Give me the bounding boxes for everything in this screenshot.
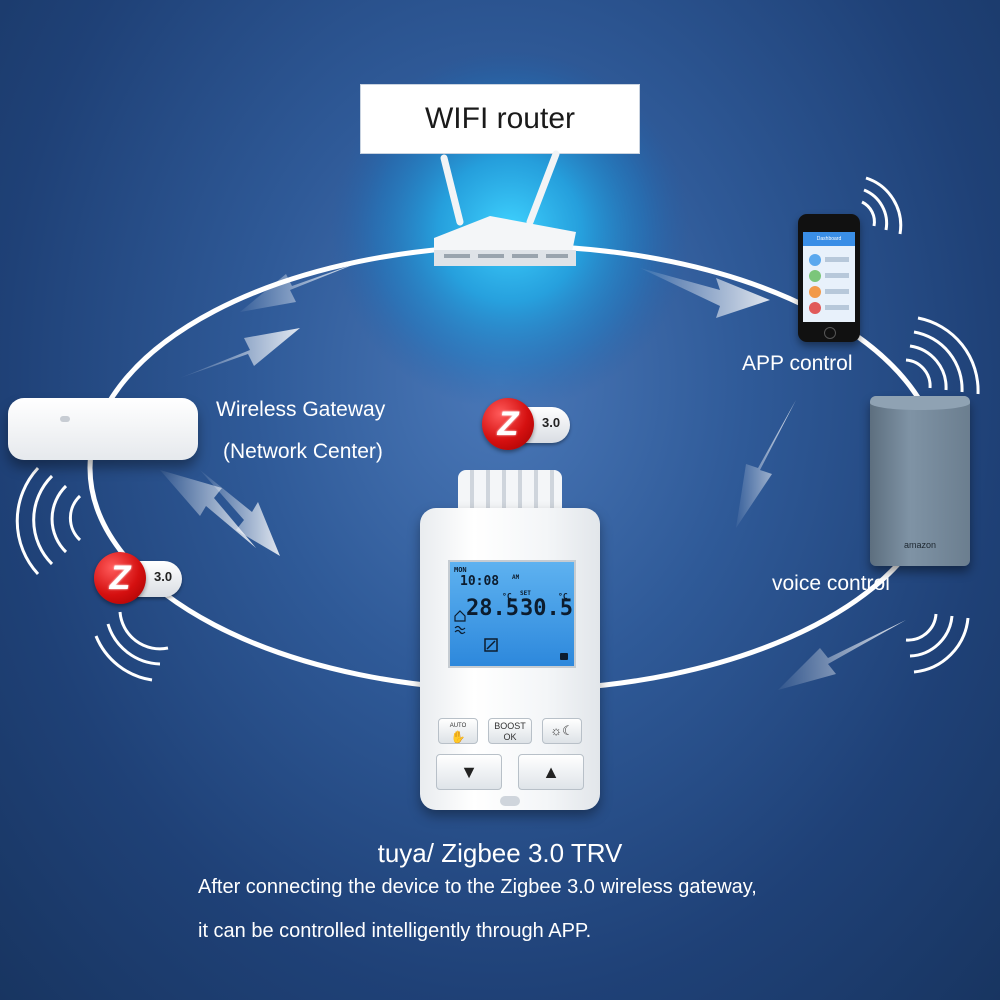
ok-label: OK bbox=[503, 732, 517, 742]
temp-up-button[interactable]: ▲ bbox=[518, 754, 584, 790]
description-line2: it can be controlled intelligently throu… bbox=[198, 920, 592, 942]
smartphone-icon: Dashboard bbox=[798, 214, 860, 342]
product-title: tuya/ Zigbee 3.0 TRV bbox=[377, 838, 623, 868]
down-arrow-icon: ▼ bbox=[460, 761, 478, 782]
wifi-router-icon bbox=[430, 150, 580, 270]
mode-button-label: AUTO bbox=[449, 723, 467, 729]
gateway-label-line2: (Network Center) bbox=[223, 440, 383, 463]
flow-arrows bbox=[160, 262, 906, 690]
child-lock-icon bbox=[560, 653, 568, 660]
phone-header: Dashboard bbox=[803, 232, 855, 246]
phone-screen: Dashboard bbox=[803, 232, 855, 322]
arrow-gateway-to-router bbox=[180, 328, 300, 378]
zigbee-badge-left: 3.0 Z bbox=[94, 552, 194, 608]
gateway-waves-icon bbox=[15, 466, 82, 576]
arrow-router-to-phone bbox=[640, 268, 770, 318]
router-label-box: WIFI router bbox=[360, 84, 640, 154]
window-open-icon bbox=[484, 638, 498, 652]
speaker-brand: amazon bbox=[903, 540, 937, 550]
phone-home-button bbox=[824, 327, 836, 339]
smart-speaker-icon: amazon bbox=[870, 396, 970, 566]
arrow-router-to-gateway bbox=[240, 262, 360, 312]
lcd-time-suffix: AM bbox=[512, 574, 520, 581]
speaker-waves-icon bbox=[905, 316, 980, 674]
temp-down-button[interactable]: ▼ bbox=[436, 754, 502, 790]
lcd-unit-current: °C bbox=[502, 592, 512, 601]
trv-device: MON 10:08 AM 28.5 °C SET 30.5 °C bbox=[420, 470, 600, 815]
zigbee-version-label: 3.0 bbox=[542, 415, 561, 430]
comfort-eco-button[interactable]: ☼☾ bbox=[542, 718, 582, 744]
gateway-label-line1: Wireless Gateway bbox=[216, 398, 386, 421]
router-label: WIFI router bbox=[424, 102, 575, 135]
zigbee-logo-icon: Z bbox=[94, 552, 146, 604]
arrow-trv-to-gateway bbox=[160, 470, 256, 548]
lcd-current-temp: 28.5 bbox=[466, 596, 519, 621]
phone-waves-icon bbox=[861, 176, 903, 235]
trv-valve-cap bbox=[458, 470, 562, 514]
boost-label: BOOST bbox=[494, 721, 526, 731]
description-line1: After connecting the device to the Zigbe… bbox=[198, 876, 757, 898]
trv-lcd-display: MON 10:08 AM 28.5 °C SET 30.5 °C bbox=[448, 560, 576, 668]
lcd-day: MON bbox=[454, 566, 467, 574]
hand-icon: ✋ bbox=[450, 730, 466, 744]
zigbee-badge-top: 3.0 Z bbox=[482, 398, 582, 454]
lcd-time: 10:08 bbox=[460, 574, 500, 589]
arrow-phone-down bbox=[736, 400, 796, 528]
up-arrow-icon: ▲ bbox=[542, 761, 560, 782]
trv-vent-icon bbox=[500, 796, 520, 806]
wireless-gateway-icon bbox=[8, 398, 198, 460]
lcd-set-temp: 30.5 bbox=[520, 596, 573, 621]
lcd-unit-set: °C bbox=[558, 592, 568, 601]
sun-moon-icon: ☼☾ bbox=[550, 723, 574, 738]
trv-body: MON 10:08 AM 28.5 °C SET 30.5 °C bbox=[420, 508, 600, 810]
app-control-label: APP control bbox=[742, 352, 853, 375]
zigbee-version-label: 3.0 bbox=[154, 569, 173, 584]
trv-button-row: AUTO ✋ BOOST OK ☼☾ bbox=[438, 718, 582, 744]
lcd-set-label: SET bbox=[520, 590, 531, 597]
gateway-led-icon bbox=[60, 416, 70, 422]
voice-control-label: voice control bbox=[772, 572, 890, 595]
arrow-speaker-down bbox=[778, 620, 906, 690]
boost-ok-button[interactable]: BOOST OK bbox=[488, 718, 532, 744]
mode-button[interactable]: AUTO ✋ bbox=[438, 718, 478, 744]
zigbee-waves-icon bbox=[94, 611, 169, 682]
heating-status-icon bbox=[454, 610, 466, 635]
zigbee-logo-icon: Z bbox=[482, 398, 534, 450]
arrow-gateway-to-trv bbox=[200, 470, 280, 556]
